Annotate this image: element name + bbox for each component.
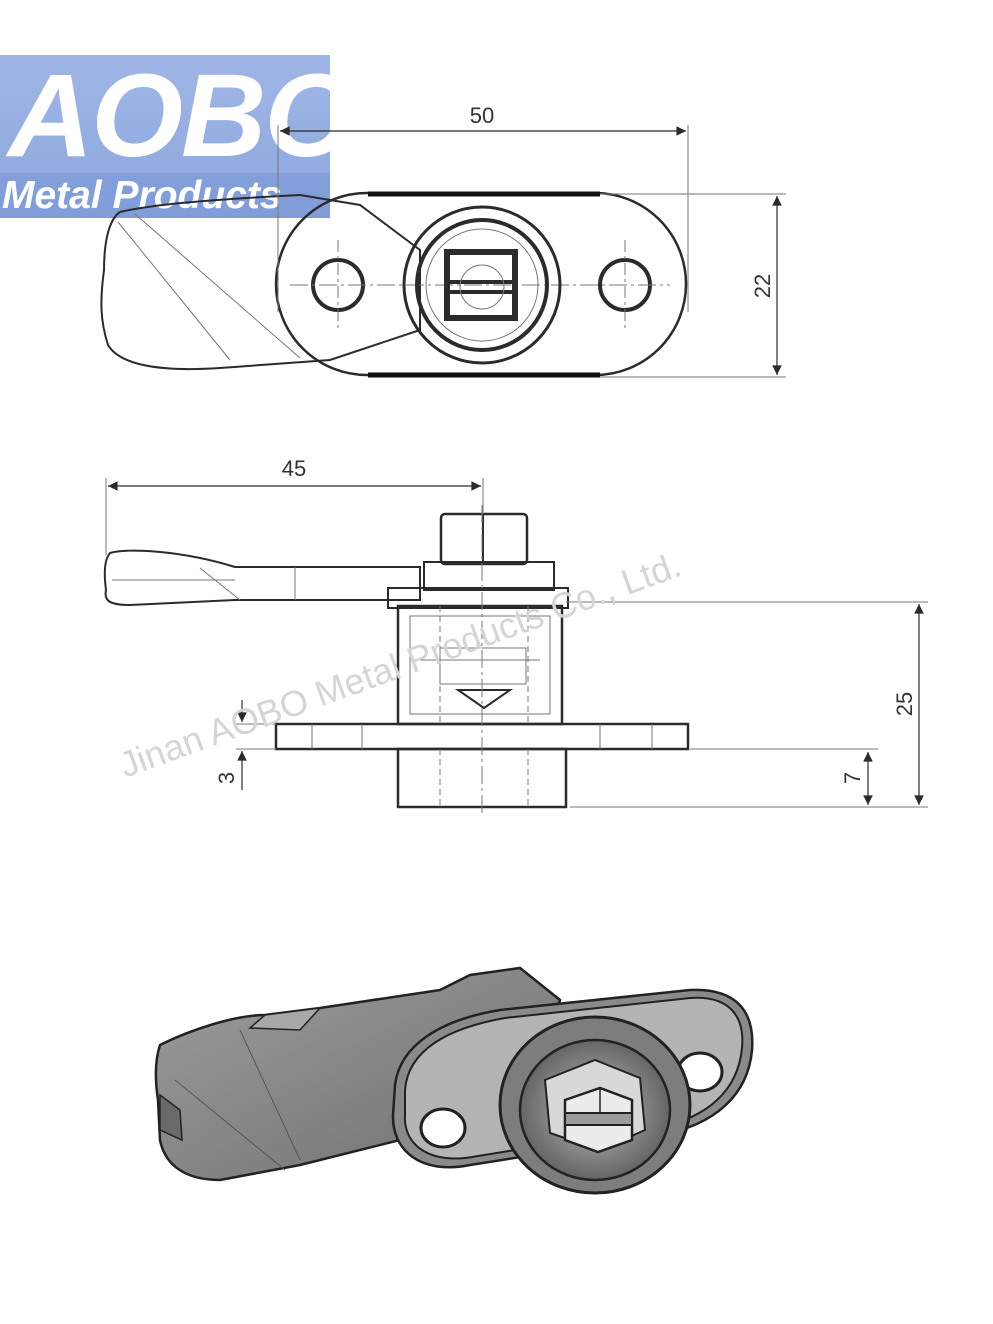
top-view <box>100 191 688 378</box>
iso-hole-left <box>419 1107 467 1149</box>
side-view-dimensions: 45 25 7 3 <box>105 456 928 808</box>
dim-50-label: 50 <box>470 103 494 128</box>
dim-3-label: 3 <box>214 772 239 784</box>
top-view-handle-edge-2 <box>134 213 301 359</box>
dim-45-label: 45 <box>282 456 306 481</box>
side-view-cam <box>454 689 514 710</box>
dim-22-label: 22 <box>750 274 775 298</box>
top-view-barrel-inner <box>425 228 539 342</box>
top-view-square-key <box>444 249 518 321</box>
iso-lever-tip <box>159 1093 183 1142</box>
iso-lever-step <box>248 1006 322 1031</box>
side-view-lever-line-2 <box>199 567 241 601</box>
top-view-barrel-ring <box>415 218 549 352</box>
side-view <box>103 505 690 815</box>
logo-tagline-text: Metal Products <box>2 174 282 217</box>
iso-lever-edge-2 <box>239 1029 301 1161</box>
logo-brand-text: AOBO <box>8 50 356 182</box>
iso-lever-edge <box>174 1079 286 1171</box>
side-view-lever <box>103 549 421 607</box>
top-view-barrel-outer <box>402 205 562 365</box>
side-view-body-inner <box>409 615 551 715</box>
dim-25-label: 25 <box>892 692 917 716</box>
top-view-handle-edge <box>117 221 231 361</box>
isometric-view <box>154 966 754 1195</box>
top-view-handle <box>100 193 421 371</box>
dim-7-label: 7 <box>840 772 865 784</box>
side-view-upper-ring <box>387 587 569 609</box>
top-view-dimensions: 50 22 <box>277 103 786 378</box>
side-view-collar <box>423 561 555 591</box>
iso-key-slot <box>564 1112 633 1126</box>
top-view-key-circle <box>459 264 505 310</box>
